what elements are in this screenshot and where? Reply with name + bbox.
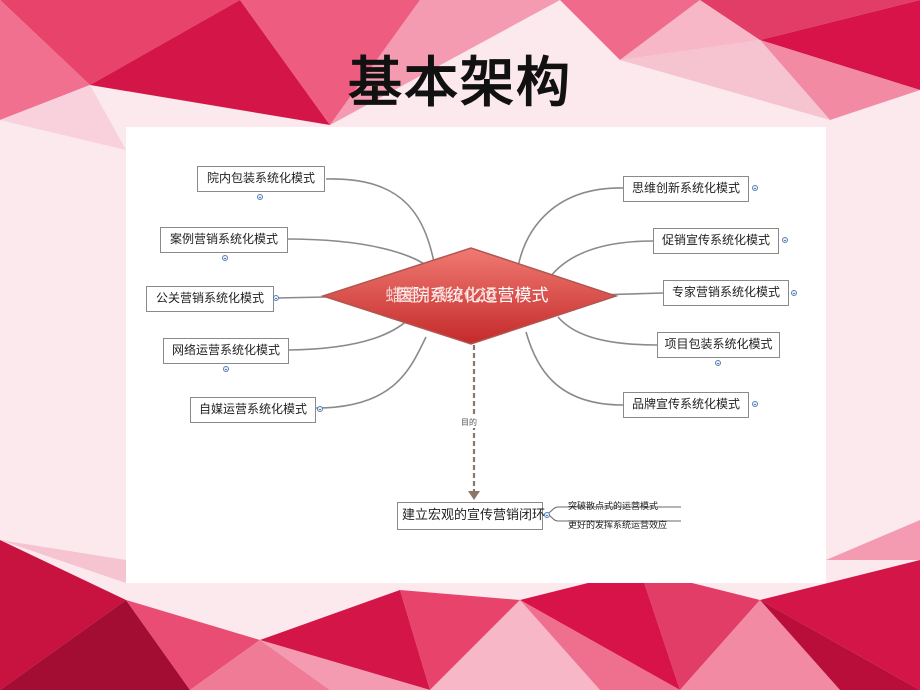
center-topic-label: 医院系统化运营模式 <box>395 286 549 306</box>
expand-icon[interactable] <box>752 185 758 191</box>
goal-sub-2[interactable]: 更好的发挥系统运营效应 <box>568 521 668 531</box>
topic-right-1[interactable]: 思维创新系统化模式 <box>623 176 749 202</box>
topic-right-2[interactable]: 促销宣传系统化模式 <box>653 228 779 254</box>
goal-sub-1[interactable]: 突破散点式的运营模式 <box>568 502 659 512</box>
expand-icon[interactable] <box>782 237 788 243</box>
expand-icon[interactable] <box>791 290 797 296</box>
link-right-4 <box>557 316 658 346</box>
watermark-overlay: 蜡笔小新2020 <box>385 286 497 306</box>
collapse-icon[interactable] <box>544 512 550 518</box>
expand-icon[interactable] <box>223 366 229 372</box>
goal-link-label: 目的 <box>460 417 478 428</box>
mindmap-canvas: 医院系统化运营模式 蜡笔小新2020 院内包装系统化模式 案例营销系统化模式 公… <box>126 127 826 583</box>
topic-left-4[interactable]: 网络运营系统化模式 <box>163 338 289 364</box>
slide-title: 基本架构 <box>348 51 572 114</box>
link-left-3 <box>275 296 327 299</box>
center-diamond <box>320 247 619 345</box>
topic-right-4[interactable]: 项目包装系统化模式 <box>657 332 780 358</box>
link-left-5 <box>315 336 427 409</box>
link-right-1 <box>517 187 624 268</box>
expand-icon[interactable] <box>273 295 279 301</box>
link-left-4 <box>287 316 412 351</box>
link-right-5 <box>525 331 624 406</box>
expand-icon[interactable] <box>752 401 758 407</box>
center-topic[interactable]: 医院系统化运营模式 蜡笔小新2020 <box>322 285 622 307</box>
topic-left-2[interactable]: 案例营销系统化模式 <box>160 227 288 253</box>
expand-icon[interactable] <box>222 255 228 261</box>
link-left-1 <box>325 178 437 273</box>
topic-right-3[interactable]: 专家营销系统化模式 <box>663 280 789 306</box>
expand-icon[interactable] <box>257 194 263 200</box>
expand-icon[interactable] <box>317 406 323 412</box>
topic-left-3[interactable]: 公关营销系统化模式 <box>146 286 274 312</box>
goal-topic[interactable]: 建立宏观的宣传营销闭环 <box>397 502 545 530</box>
link-goal-arrow <box>468 491 480 500</box>
topic-right-5[interactable]: 品牌宣传系统化模式 <box>623 392 749 418</box>
expand-icon[interactable] <box>715 360 721 366</box>
topic-left-1[interactable]: 院内包装系统化模式 <box>197 166 325 192</box>
topic-left-5[interactable]: 自媒运营系统化模式 <box>190 397 316 423</box>
link-right-2 <box>549 240 654 278</box>
